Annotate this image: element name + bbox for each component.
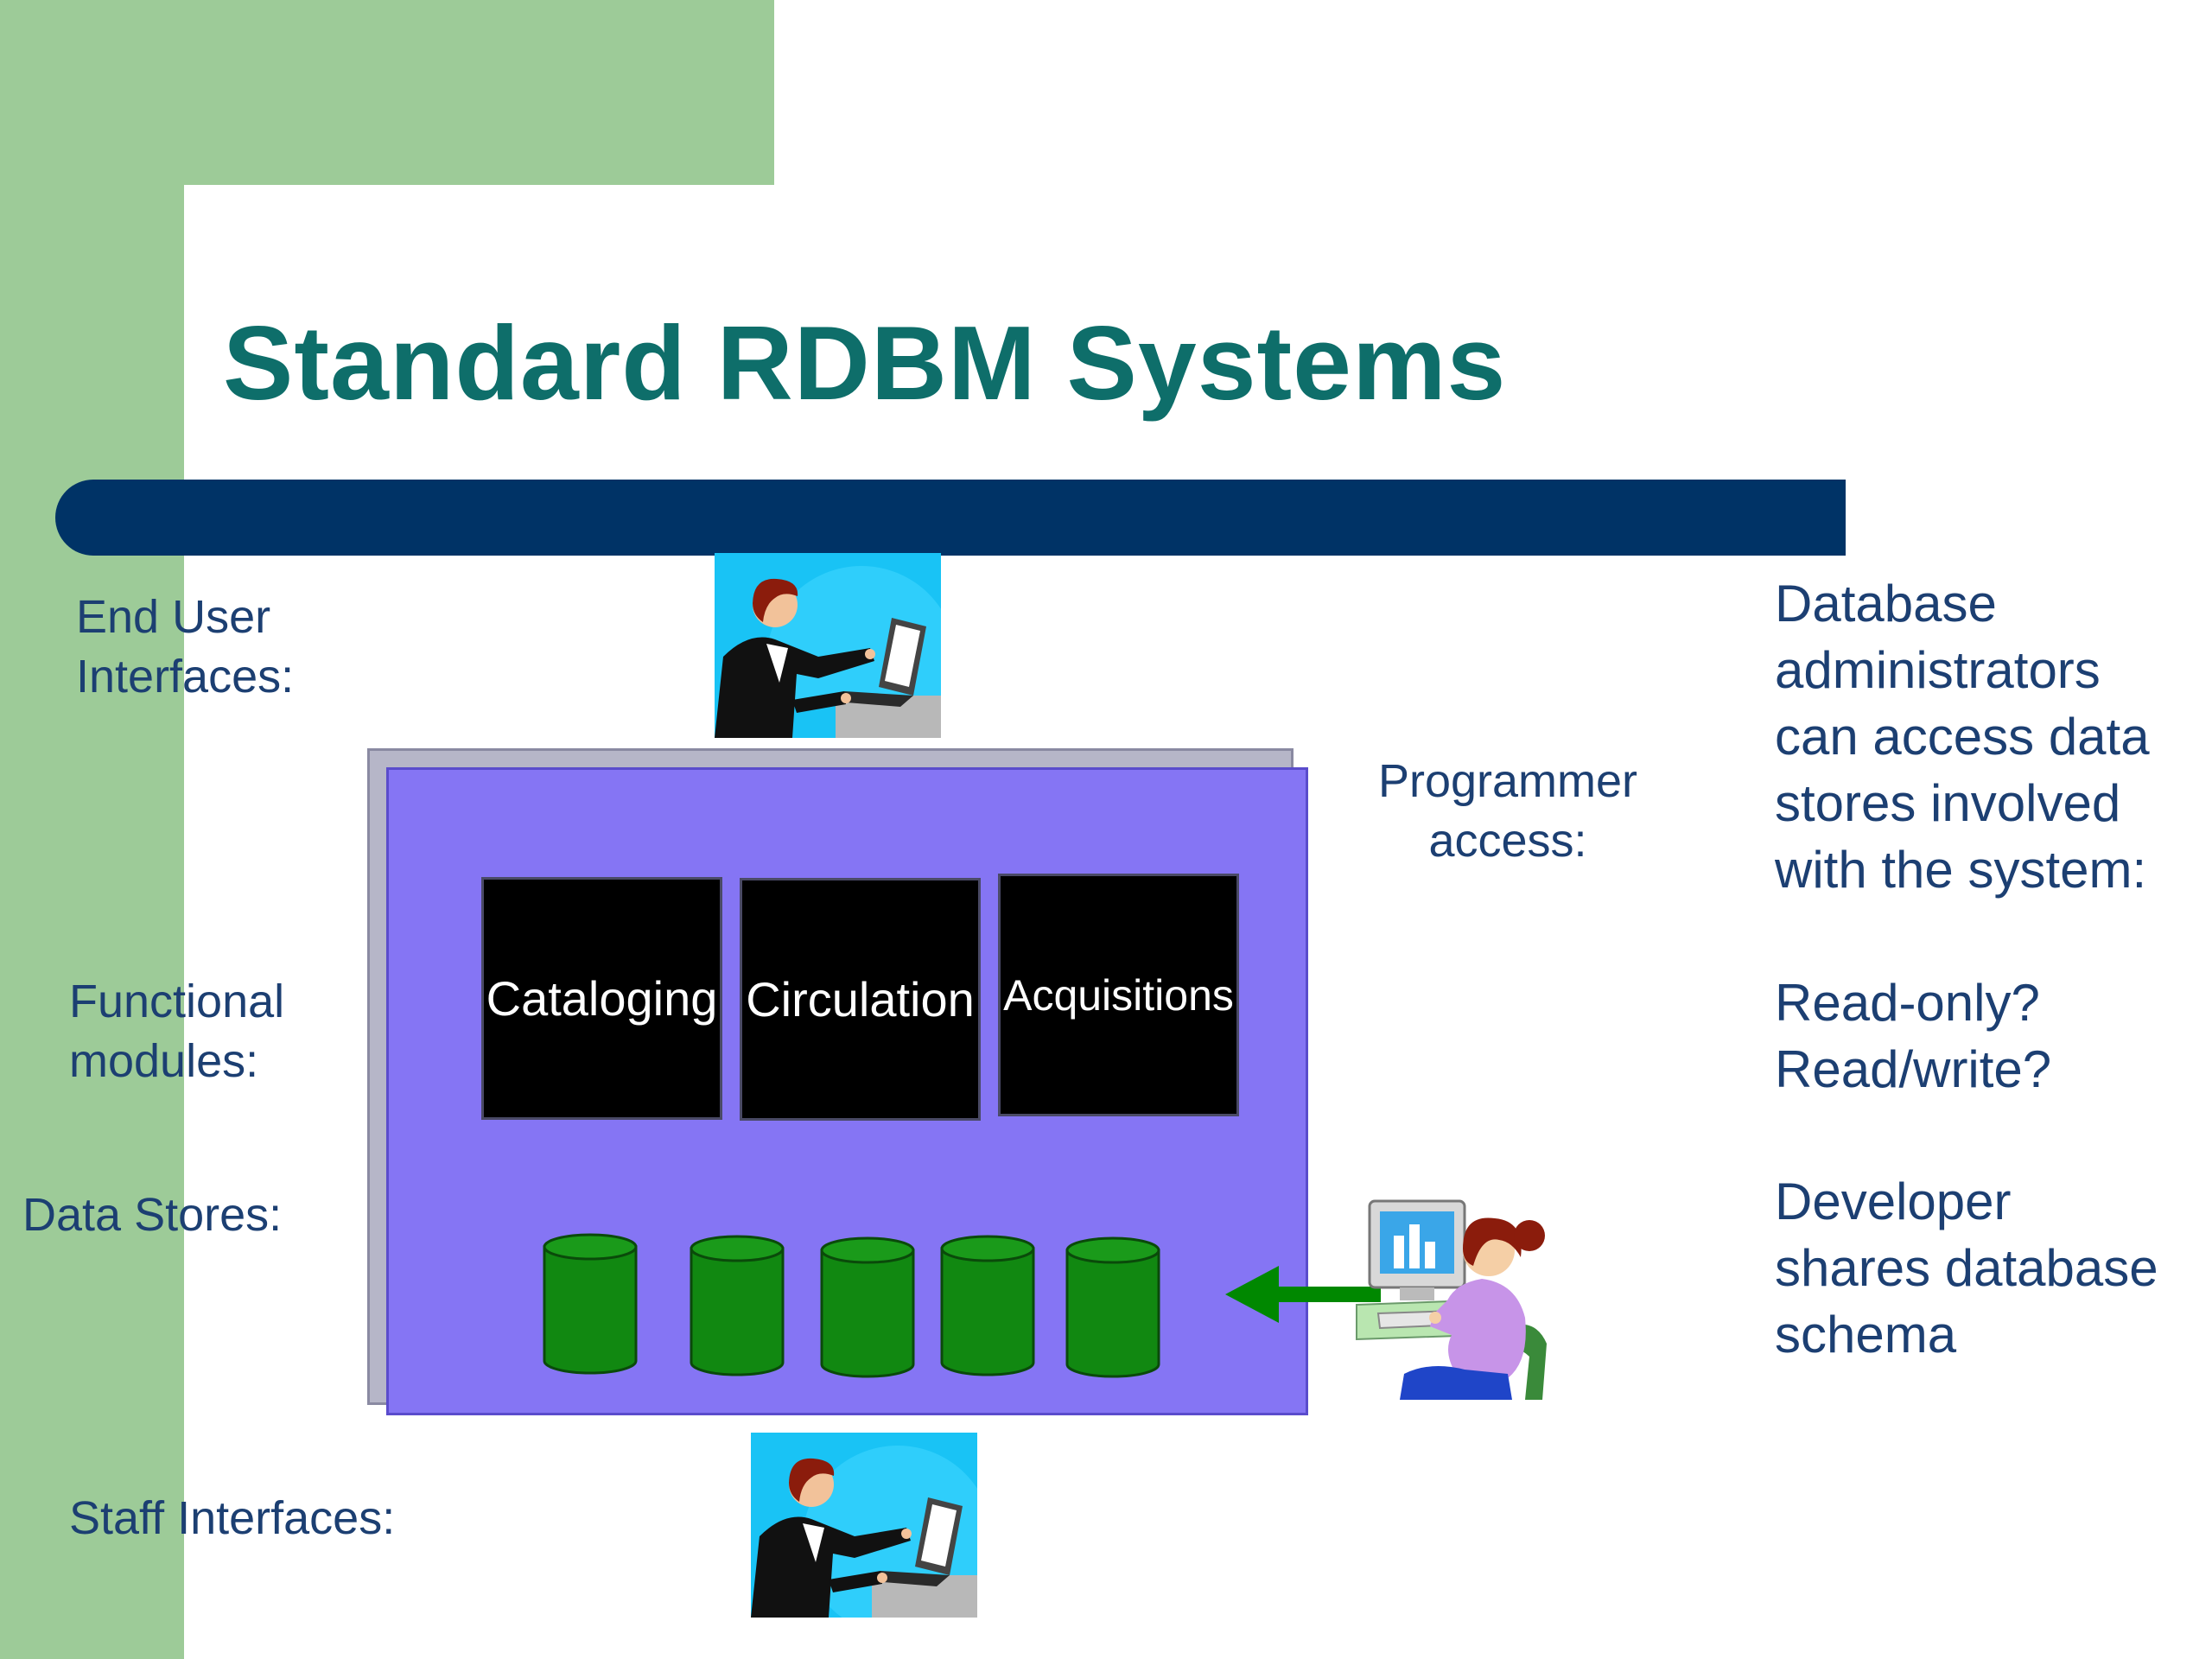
staff-at-laptop-icon — [751, 1433, 993, 1636]
database-cylinder-icon — [820, 1236, 915, 1378]
programmer-at-computer-icon — [1352, 1188, 1568, 1407]
module-circulation: Circulation — [740, 878, 981, 1121]
data-stores-group — [540, 1231, 1171, 1382]
top-green-band — [0, 0, 774, 185]
dba-access-text: Database administrators can access data … — [1775, 575, 2150, 899]
database-cylinder-icon — [1065, 1236, 1160, 1378]
data-stores-label: Data Stores: — [22, 1189, 283, 1241]
database-cylinder-icon — [940, 1235, 1035, 1376]
accent-bar — [55, 480, 1846, 556]
slide-title: Standard RDBM Systems — [223, 304, 1507, 422]
staff-interfaces-label: Staff Interfaces: — [69, 1492, 396, 1544]
developer-schema-text: Developer shares database schema — [1775, 1173, 2158, 1363]
access-arrow — [1225, 1264, 1381, 1325]
user-at-laptop-icon — [715, 553, 957, 756]
programmer-access-label: Programmer access: — [1377, 755, 1638, 867]
module-acquisitions: Acquisitions — [998, 874, 1239, 1116]
database-cylinder-icon — [690, 1235, 785, 1376]
side-green-band — [0, 0, 184, 1659]
read-write-question-text: Read-only? Read/write? — [1775, 974, 2052, 1098]
end-user-interfaces-label: End User Interfaces: — [76, 591, 295, 702]
module-cataloging: Cataloging — [481, 877, 722, 1120]
functional-modules-label: Functional modules: — [69, 976, 285, 1087]
database-cylinder-icon — [543, 1233, 638, 1375]
